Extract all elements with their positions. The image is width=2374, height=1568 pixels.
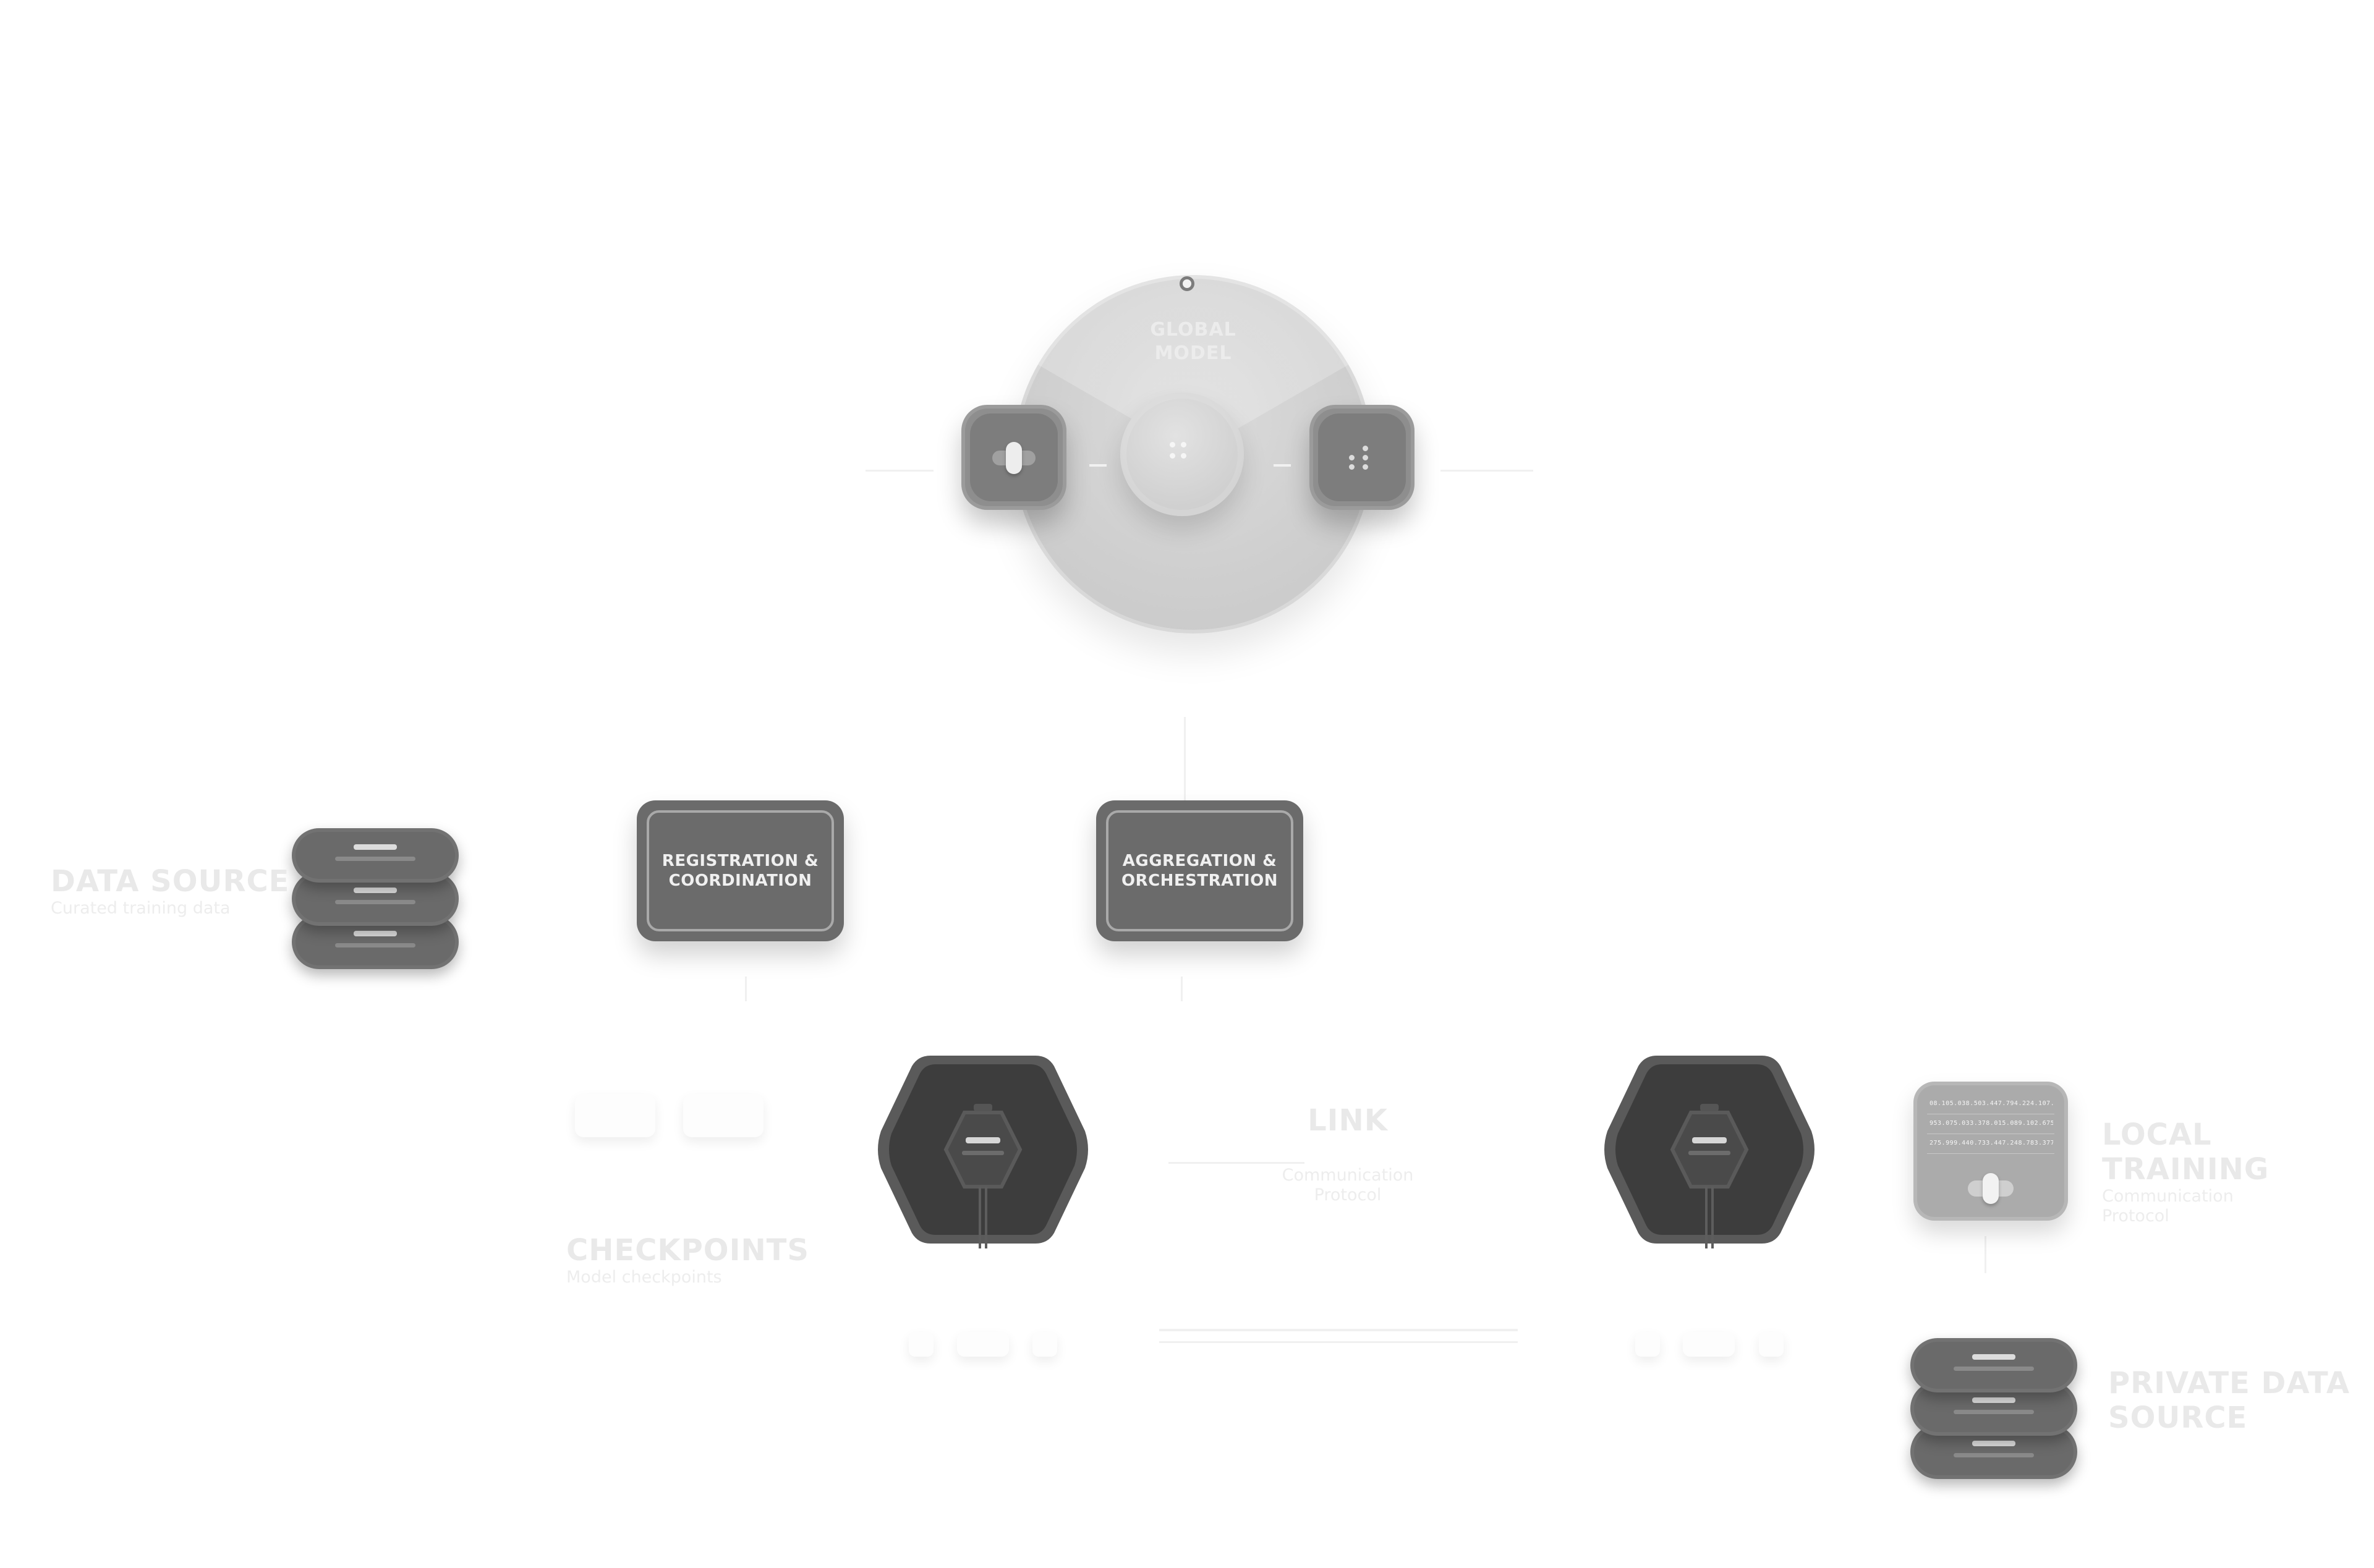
database-icon — [1910, 1338, 2077, 1392]
data-source-label: DATA SOURCE Curated training data — [51, 864, 289, 918]
connector-line — [1184, 717, 1186, 828]
global-model-title-line2: MODEL — [1154, 342, 1232, 364]
client-node-right[interactable] — [1598, 1045, 1821, 1255]
connector-line — [1168, 1162, 1304, 1164]
connector-line — [745, 977, 747, 1001]
divider — [1927, 1153, 2054, 1154]
aggregation-orchestration-label: AGGREGATION & ORCHESTRATION — [1121, 851, 1278, 891]
local-training-subtitle-line1: Communication — [2102, 1187, 2234, 1206]
port-chip[interactable] — [1683, 1332, 1735, 1357]
connector-line — [1181, 977, 1183, 1001]
server-icon — [1670, 1104, 1749, 1248]
private-data-source-title-line2: SOURCE — [2108, 1401, 2248, 1435]
checkpoints-label: CHECKPOINTS Model checkpoints — [566, 1233, 809, 1287]
client-node-left[interactable] — [872, 1045, 1094, 1255]
port-chip[interactable] — [1635, 1332, 1660, 1357]
port-chip[interactable] — [1032, 1332, 1057, 1357]
server-icon — [943, 1104, 1023, 1248]
local-training-subtitle-line2: Protocol — [2102, 1206, 2169, 1226]
local-training-card[interactable]: 08.105.038.503.447.794.224.107.94. 953.0… — [1913, 1082, 2068, 1221]
dial-connector-right — [1274, 464, 1291, 467]
toggle-icon — [1963, 1173, 2019, 1204]
global-model-title: GLOBAL MODEL — [1088, 318, 1298, 365]
connector-line — [1985, 1236, 1986, 1273]
port-chip[interactable] — [957, 1332, 1009, 1357]
database-icon — [292, 828, 459, 883]
connector-line — [866, 470, 934, 472]
local-training-line-2: 953.075.033.378.015.089.102.675.35. — [1929, 1120, 2053, 1127]
registration-coordination-label: REGISTRATION & COORDINATION — [662, 851, 819, 891]
registration-coordination-frame: REGISTRATION & COORDINATION — [647, 810, 834, 931]
data-source-subtitle: Curated training data — [51, 899, 231, 918]
link-subtitle-line1: Communication — [1282, 1166, 1414, 1185]
dots-grid-icon — [1349, 446, 1376, 470]
private-data-source-stack[interactable] — [1910, 1338, 2077, 1517]
local-training-line-1: 08.105.038.503.447.794.224.107.94. — [1929, 1100, 2053, 1107]
aggregation-orchestration-node[interactable]: AGGREGATION & ORCHESTRATION — [1096, 800, 1303, 941]
link-label: LINK Communication Protocol — [1255, 1103, 1440, 1205]
connector-line — [1440, 470, 1533, 472]
checkpoint-chip[interactable] — [575, 1094, 655, 1137]
global-model-title-line1: GLOBAL — [1150, 319, 1236, 341]
local-training-line-3: 275.999.440.733.447.248.783.377.431 — [1929, 1140, 2053, 1146]
dots-button-right[interactable] — [1309, 405, 1415, 510]
private-data-source-title-line1: PRIVATE DATA — [2108, 1366, 2350, 1401]
aggregation-label-line1: AGGREGATION & — [1122, 852, 1277, 870]
dial-handle[interactable] — [1180, 276, 1194, 291]
connector-line — [1159, 1341, 1518, 1343]
toggle-button-left[interactable] — [961, 405, 1066, 510]
aggregation-label-line2: ORCHESTRATION — [1121, 871, 1278, 890]
link-subtitle-line2: Protocol — [1314, 1185, 1382, 1205]
data-source-title: DATA SOURCE — [51, 864, 290, 899]
local-training-label: LOCAL TRAINING Communication Protocol — [2102, 1117, 2374, 1226]
link-title: LINK — [1308, 1103, 1388, 1138]
port-chip[interactable] — [909, 1332, 934, 1357]
connector-line — [1159, 1329, 1518, 1331]
checkpoints-subtitle: Model checkpoints — [566, 1268, 722, 1287]
checkpoint-chip[interactable] — [683, 1094, 764, 1137]
registration-label-line1: REGISTRATION & — [662, 852, 819, 870]
private-data-source-label: PRIVATE DATA SOURCE — [2108, 1366, 2350, 1435]
port-chip[interactable] — [1759, 1332, 1784, 1357]
dots-grid-icon — [1170, 442, 1194, 467]
local-training-title: LOCAL TRAINING — [2102, 1117, 2270, 1187]
registration-coordination-node[interactable]: REGISTRATION & COORDINATION — [637, 800, 844, 941]
aggregation-orchestration-frame: AGGREGATION & ORCHESTRATION — [1106, 810, 1293, 931]
toggle-icon — [987, 442, 1040, 474]
data-source-stack[interactable] — [292, 828, 459, 1007]
checkpoints-title: CHECKPOINTS — [566, 1233, 809, 1268]
dial-connector-left — [1089, 464, 1107, 467]
registration-label-line2: COORDINATION — [668, 871, 812, 890]
dots-button-right-face — [1318, 413, 1406, 501]
global-model-center-knob[interactable] — [1120, 392, 1244, 516]
